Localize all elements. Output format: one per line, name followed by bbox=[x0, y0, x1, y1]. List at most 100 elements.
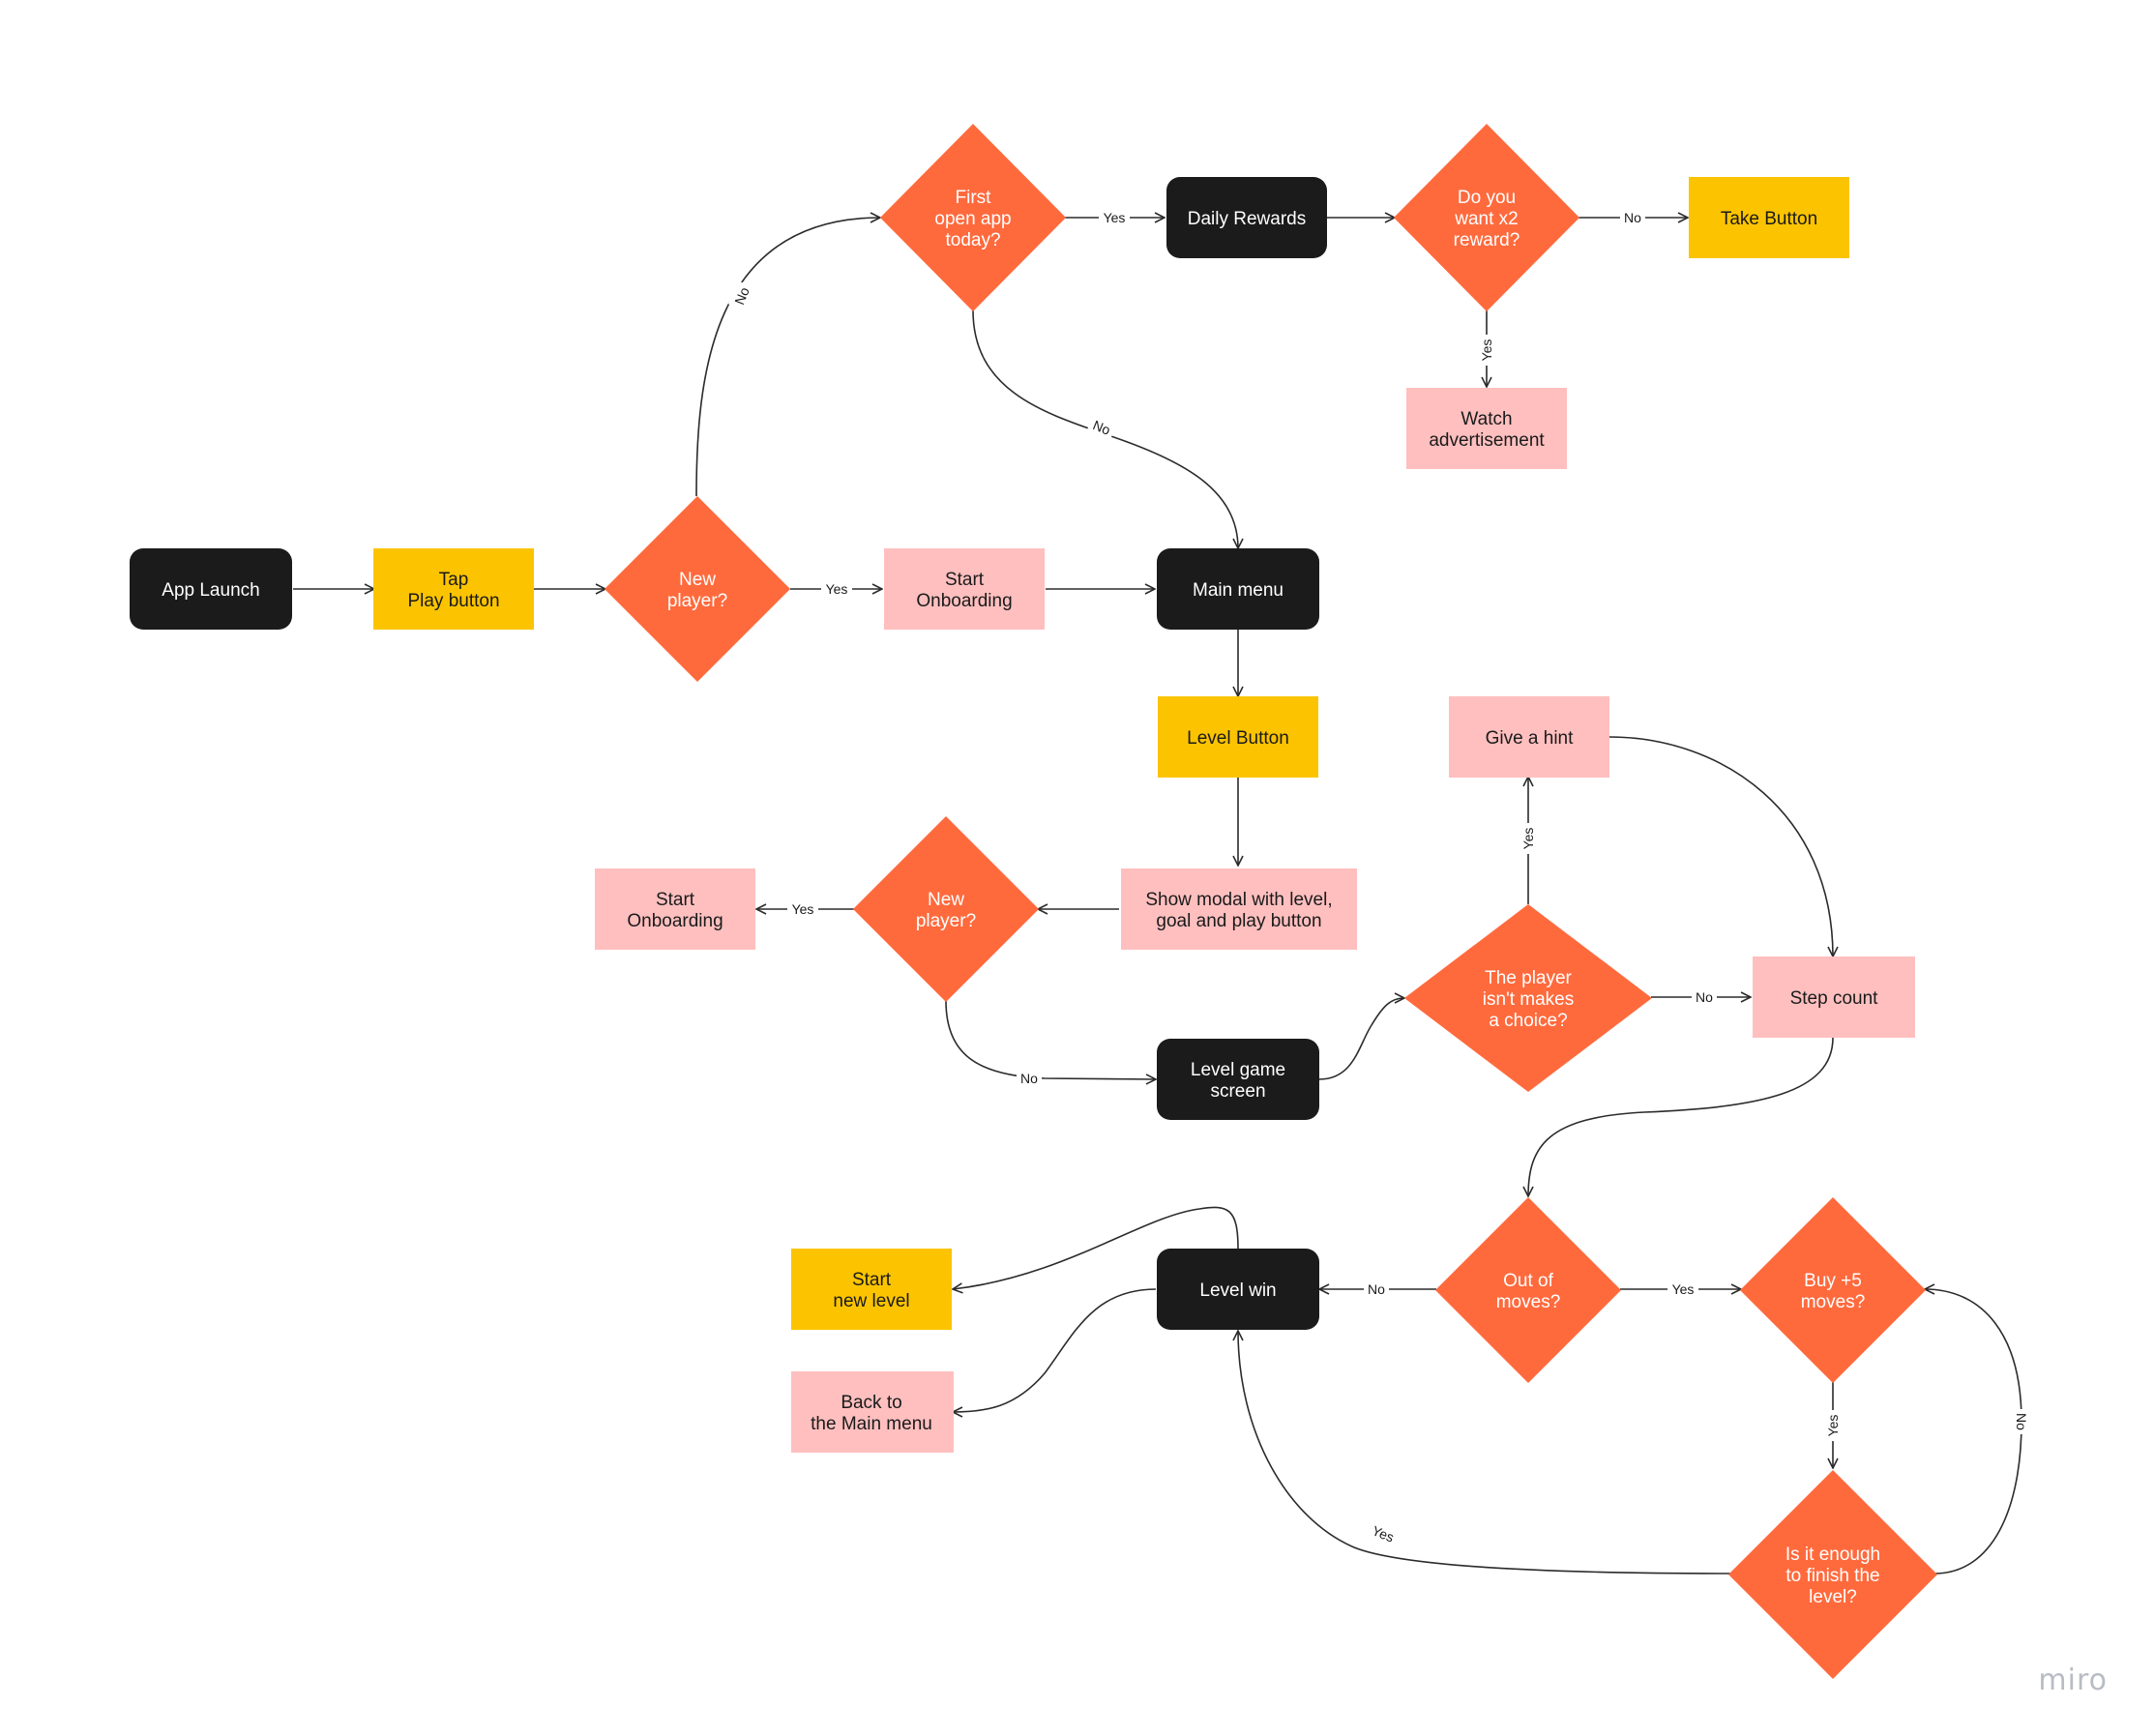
connector-new-player-no-to-first-open[interactable] bbox=[695, 218, 880, 497]
node-label: Show modal with level,goal and play butt… bbox=[1145, 890, 1332, 931]
node-label: Daily Rewards bbox=[1188, 209, 1306, 229]
edge-label-no: No bbox=[1086, 413, 1117, 442]
node-label-line: Level Button bbox=[1187, 728, 1289, 749]
connector-new-player-2-no-to-level-screen[interactable] bbox=[945, 1000, 1156, 1079]
svg-text:No: No bbox=[731, 285, 752, 308]
edge-label-yes: Yes bbox=[1823, 1410, 1843, 1441]
nodes: App Launch Main menu Daily Rewards Level… bbox=[130, 124, 1937, 1679]
svg-text:No: No bbox=[1624, 210, 1641, 225]
node-label-line: Buy +5 bbox=[1804, 1271, 1862, 1291]
svg-text:No: No bbox=[1368, 1281, 1385, 1297]
connector-level-screen-to-player-choice[interactable] bbox=[1318, 998, 1404, 1080]
connector-level-win-to-start-new-level[interactable] bbox=[953, 1206, 1239, 1289]
node-label-line: the Main menu bbox=[811, 1414, 932, 1434]
svg-text:Yes: Yes bbox=[1520, 828, 1536, 850]
connector-step-count-to-out-of-moves[interactable] bbox=[1528, 1037, 1834, 1196]
node-label-line: Out of bbox=[1503, 1271, 1553, 1291]
connector-first-open-no-to-main-menu[interactable] bbox=[972, 309, 1238, 548]
node-label-line: Daily Rewards bbox=[1188, 209, 1306, 229]
node-label-line: goal and play button bbox=[1156, 911, 1321, 931]
node-label: Give a hint bbox=[1486, 728, 1575, 749]
node-app-launch[interactable]: App Launch bbox=[130, 548, 292, 630]
connector-enough-no-to-buy[interactable] bbox=[1925, 1289, 2022, 1574]
node-label-line: The player bbox=[1485, 968, 1572, 988]
node-label: Main menu bbox=[1193, 580, 1284, 601]
node-label-line: a choice? bbox=[1489, 1011, 1567, 1031]
node-label-line: Take Button bbox=[1721, 209, 1817, 229]
node-label-line: New bbox=[679, 570, 716, 590]
node-label-line: screen bbox=[1210, 1081, 1265, 1102]
node-step-count[interactable]: Step count bbox=[1753, 956, 1915, 1038]
node-label: Level Button bbox=[1187, 728, 1289, 749]
edge-label-no: No bbox=[1692, 987, 1717, 1007]
node-level-button[interactable]: Level Button bbox=[1158, 696, 1318, 778]
edge-label-yes: Yes bbox=[821, 579, 852, 599]
node-daily-rewards[interactable]: Daily Rewards bbox=[1166, 177, 1327, 258]
svg-text:Yes: Yes bbox=[826, 581, 848, 597]
edge-label-no: No bbox=[1364, 1280, 1389, 1299]
miro-logo: miro bbox=[2038, 1663, 2108, 1697]
connectors bbox=[293, 218, 2022, 1574]
node-label-line: to finish the bbox=[1785, 1566, 1879, 1586]
node-label: Step count bbox=[1790, 988, 1879, 1009]
node-level-win[interactable]: Level win bbox=[1157, 1249, 1319, 1330]
node-label-line: Watch bbox=[1461, 409, 1512, 429]
node-label-line: Start bbox=[945, 570, 985, 590]
node-give-a-hint[interactable]: Give a hint bbox=[1449, 696, 1609, 778]
node-take-button[interactable]: Take Button bbox=[1689, 177, 1849, 258]
node-label-line: isn't makes bbox=[1483, 989, 1574, 1010]
node-label-line: moves? bbox=[1801, 1292, 1866, 1312]
node-label-line: Onboarding bbox=[916, 591, 1012, 611]
node-label-line: Show modal with level, bbox=[1145, 890, 1332, 910]
svg-text:Yes: Yes bbox=[1825, 1415, 1841, 1437]
node-label: Level win bbox=[1199, 1280, 1276, 1301]
node-show-modal[interactable]: Show modal with level,goal and play butt… bbox=[1121, 868, 1357, 950]
node-label-line: Is it enough bbox=[1785, 1545, 1880, 1565]
svg-text:No: No bbox=[1091, 417, 1113, 438]
edge-label-yes: Yes bbox=[787, 899, 818, 919]
node-label-line: open app bbox=[934, 209, 1011, 229]
edge-label-no: No bbox=[1620, 208, 1645, 227]
node-label-line: Give a hint bbox=[1486, 728, 1575, 749]
node-label-line: Start bbox=[656, 890, 695, 910]
edge-label-no: No bbox=[727, 280, 756, 311]
edge-label-yes: Yes bbox=[1667, 1280, 1698, 1299]
svg-text:No: No bbox=[1020, 1071, 1038, 1086]
node-main-menu[interactable]: Main menu bbox=[1157, 548, 1319, 630]
connector-level-win-to-back-main-menu[interactable] bbox=[953, 1288, 1157, 1412]
connector-enough-yes-to-level-win[interactable] bbox=[1238, 1331, 1732, 1574]
node-label: App Launch bbox=[162, 580, 259, 601]
node-label-line: player? bbox=[916, 911, 976, 931]
node-label-line: new level bbox=[833, 1291, 909, 1311]
node-label-line: advertisement bbox=[1429, 430, 1545, 451]
node-label-line: Play button bbox=[407, 591, 499, 611]
connector-hint-to-step-count[interactable] bbox=[1608, 736, 1833, 956]
